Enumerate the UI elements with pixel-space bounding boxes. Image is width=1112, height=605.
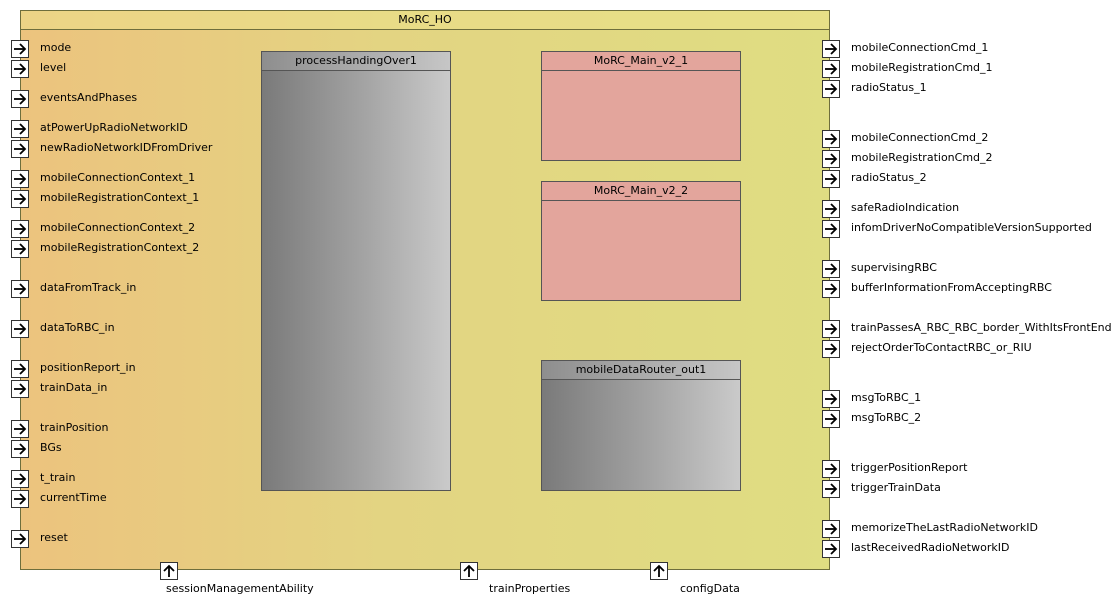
in-events-and-phases-label: eventsAndPhases (40, 91, 138, 104)
out-memorize-the-last-radio-network-id-label: memorizeTheLastRadioNetworkID (851, 521, 1038, 534)
out-mobile-connection-cmd-1-label: mobileConnectionCmd_1 (851, 41, 989, 54)
in-mobile-registration-context-2-port[interactable] (11, 240, 29, 258)
out-mobile-registration-cmd-1-port[interactable] (822, 60, 840, 78)
out-supervising-rbc-port[interactable] (822, 260, 840, 278)
in-level-port[interactable] (11, 60, 29, 78)
in-mode-port[interactable] (11, 40, 29, 58)
out-trigger-position-report-port[interactable] (822, 460, 840, 478)
out-msg-to-rbc-1-label: msgToRBC_1 (851, 391, 922, 404)
out-safe-radio-indication-label: safeRadioIndication (851, 201, 960, 214)
in-data-from-track-in-label: dataFromTrack_in (40, 281, 137, 294)
in-bgs-label: BGs (40, 441, 62, 454)
process-handing-over-block[interactable]: processHandingOver1 (261, 51, 451, 491)
out-train-passes-a-rbc-rbc-border-with-its-front-end-label: trainPassesA_RBC_RBC_border_WithItsFront… (851, 321, 1112, 334)
in-level-label: level (40, 61, 67, 74)
bottom-train-properties-port[interactable] (460, 562, 478, 580)
out-msg-to-rbc-2-label: msgToRBC_2 (851, 411, 922, 424)
process-handing-over-title: processHandingOver1 (262, 52, 450, 71)
out-safe-radio-indication-port[interactable] (822, 200, 840, 218)
morc-main-v2-1-title: MoRC_Main_v2_1 (542, 52, 740, 71)
morc-main-v2-1-block[interactable]: MoRC_Main_v2_1 (541, 51, 741, 161)
mobile-data-router-block[interactable]: mobileDataRouter_out1 (541, 360, 741, 491)
morc-main-v2-2-title: MoRC_Main_v2_2 (542, 182, 740, 201)
bottom-config-data-label: configData (680, 582, 740, 595)
in-new-radio-network-idfrom-driver-label: newRadioNetworkIDFromDriver (40, 141, 213, 154)
in-reset-port[interactable] (11, 530, 29, 548)
out-buffer-information-from-accepting-rbc-label: bufferInformationFromAcceptingRBC (851, 281, 1052, 294)
morc-main-v2-2-block[interactable]: MoRC_Main_v2_2 (541, 181, 741, 301)
in-mobile-connection-context-1-label: mobileConnectionContext_1 (40, 171, 196, 184)
out-radio-status-1-port[interactable] (822, 80, 840, 98)
out-reject-order-to-contact-rbc-or-riu-label: rejectOrderToContactRBC_or_RIU (851, 341, 1032, 354)
out-msg-to-rbc-2-port[interactable] (822, 410, 840, 428)
in-train-data-in-port[interactable] (11, 380, 29, 398)
in-mobile-registration-context-1-label: mobileRegistrationContext_1 (40, 191, 200, 204)
in-bgs-port[interactable] (11, 440, 29, 458)
in-at-power-up-radio-network-id-label: atPowerUpRadioNetworkID (40, 121, 188, 134)
bottom-config-data-port[interactable] (650, 562, 668, 580)
out-last-received-radio-network-id-label: lastReceivedRadioNetworkID (851, 541, 1010, 554)
out-infom-driver-no-compatible-version-supported-port[interactable] (822, 220, 840, 238)
in-data-from-track-in-port[interactable] (11, 280, 29, 298)
out-supervising-rbc-label: supervisingRBC (851, 261, 937, 274)
in-mobile-registration-context-1-port[interactable] (11, 190, 29, 208)
out-train-passes-a-rbc-rbc-border-with-its-front-end-port[interactable] (822, 320, 840, 338)
morc-ho-title: MoRC_HO (21, 11, 829, 30)
out-reject-order-to-contact-rbc-or-riu-port[interactable] (822, 340, 840, 358)
out-mobile-connection-cmd-2-label: mobileConnectionCmd_2 (851, 131, 989, 144)
out-msg-to-rbc-1-port[interactable] (822, 390, 840, 408)
out-mobile-connection-cmd-1-port[interactable] (822, 40, 840, 58)
in-events-and-phases-port[interactable] (11, 90, 29, 108)
in-current-time-label: currentTime (40, 491, 107, 504)
out-last-received-radio-network-id-port[interactable] (822, 540, 840, 558)
in-new-radio-network-idfrom-driver-port[interactable] (11, 140, 29, 158)
in-mobile-connection-context-2-label: mobileConnectionContext_2 (40, 221, 196, 234)
in-train-position-label: trainPosition (40, 421, 109, 434)
out-mobile-registration-cmd-1-label: mobileRegistrationCmd_1 (851, 61, 993, 74)
in-position-report-in-label: positionReport_in (40, 361, 136, 374)
in-reset-label: reset (40, 531, 68, 544)
bottom-train-properties-label: trainProperties (489, 582, 571, 595)
in-data-to-rbc-in-port[interactable] (11, 320, 29, 338)
out-mobile-registration-cmd-2-port[interactable] (822, 150, 840, 168)
in-mobile-connection-context-1-port[interactable] (11, 170, 29, 188)
out-buffer-information-from-accepting-rbc-port[interactable] (822, 280, 840, 298)
out-radio-status-2-label: radioStatus_2 (851, 171, 927, 184)
out-infom-driver-no-compatible-version-supported-label: infomDriverNoCompatibleVersionSupported (851, 221, 1092, 234)
in-t-train-label: t_train (40, 471, 76, 484)
in-t-train-port[interactable] (11, 470, 29, 488)
in-train-data-in-label: trainData_in (40, 381, 108, 394)
in-train-position-port[interactable] (11, 420, 29, 438)
in-current-time-port[interactable] (11, 490, 29, 508)
in-at-power-up-radio-network-id-port[interactable] (11, 120, 29, 138)
out-mobile-registration-cmd-2-label: mobileRegistrationCmd_2 (851, 151, 993, 164)
out-memorize-the-last-radio-network-id-port[interactable] (822, 520, 840, 538)
mobile-data-router-title: mobileDataRouter_out1 (542, 361, 740, 380)
bottom-session-management-ability-port[interactable] (160, 562, 178, 580)
in-mobile-registration-context-2-label: mobileRegistrationContext_2 (40, 241, 200, 254)
out-trigger-train-data-label: triggerTrainData (851, 481, 941, 494)
out-radio-status-2-port[interactable] (822, 170, 840, 188)
bottom-session-management-ability-label: sessionManagementAbility (166, 582, 314, 595)
in-mobile-connection-context-2-port[interactable] (11, 220, 29, 238)
out-trigger-train-data-port[interactable] (822, 480, 840, 498)
in-position-report-in-port[interactable] (11, 360, 29, 378)
in-data-to-rbc-in-label: dataToRBC_in (40, 321, 115, 334)
out-trigger-position-report-label: triggerPositionReport (851, 461, 968, 474)
out-radio-status-1-label: radioStatus_1 (851, 81, 927, 94)
out-mobile-connection-cmd-2-port[interactable] (822, 130, 840, 148)
in-mode-label: mode (40, 41, 72, 54)
morc-ho-block[interactable]: MoRC_HO processHandingOver1 MoRC_Main_v2… (20, 10, 830, 570)
